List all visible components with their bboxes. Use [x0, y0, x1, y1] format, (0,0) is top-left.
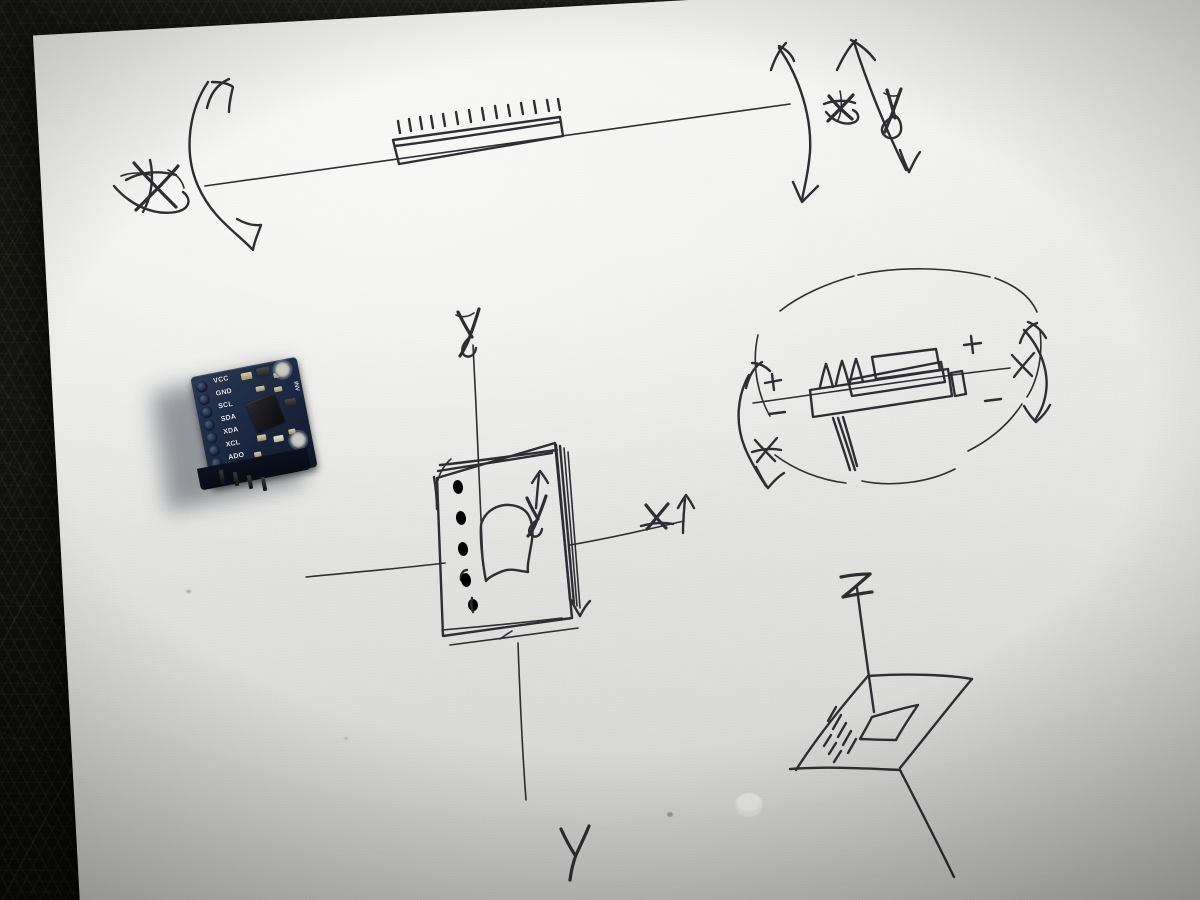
photo-vignette: [0, 0, 1200, 900]
photo-scene: VCC GND SCL SDA XDA XCL ADO INT INV X: [0, 0, 1200, 900]
